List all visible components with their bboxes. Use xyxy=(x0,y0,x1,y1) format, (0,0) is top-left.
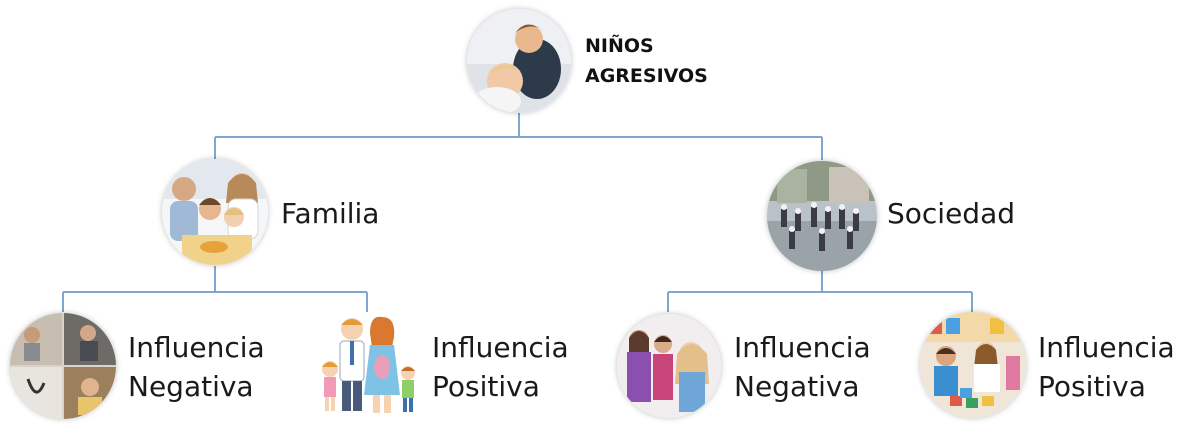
familia-negativa-label-line-1: Influencia xyxy=(128,331,265,364)
sociedad-positiva-label-line-1: Influencia xyxy=(1038,331,1175,364)
sociedad-negativa-label-line-1: Influencia xyxy=(734,331,871,364)
schoolyard-crowd-photo-icon xyxy=(767,161,877,271)
familia-negativa-photo xyxy=(10,313,116,419)
familia-positiva-label: Influencia Positiva xyxy=(432,328,569,406)
sociedad-negativa-label: Influencia Negativa xyxy=(734,328,871,406)
sociedad-positiva-label-line-2: Positiva xyxy=(1038,370,1146,403)
girls-bullying-photo-icon xyxy=(617,314,721,418)
familia-negativa-label: Influencia Negativa xyxy=(128,328,265,406)
familia-positiva-illustration xyxy=(318,311,418,419)
root-photo xyxy=(467,9,571,113)
sociedad-positiva-label: Influencia Positiva xyxy=(1038,328,1175,406)
cartoon-family-illustration-icon xyxy=(322,316,415,413)
sociedad-negativa-photo xyxy=(617,314,721,418)
sociedad-photo xyxy=(767,161,877,271)
family-conflict-collage-photo-icon xyxy=(10,313,116,419)
familia-positiva-label-line-1: Influencia xyxy=(432,331,569,364)
root-title-line-2: AGRESIVOS xyxy=(585,65,708,87)
sociedad-positiva-photo xyxy=(920,312,1026,418)
familia-photo xyxy=(162,159,268,265)
sociedad-label: Sociedad xyxy=(887,197,1016,230)
familia-label: Familia xyxy=(281,197,380,230)
family-photo-icon xyxy=(162,159,268,265)
familia-negativa-label-line-2: Negativa xyxy=(128,370,254,403)
kids-playing-blocks-photo-icon xyxy=(920,312,1026,418)
sociedad-negativa-label-line-2: Negativa xyxy=(734,370,860,403)
children-playing-photo-icon xyxy=(467,9,571,113)
familia-positiva-label-line-2: Positiva xyxy=(432,370,540,403)
root-title-line-1: NIÑOS xyxy=(585,35,654,57)
root-title: NIÑOS AGRESIVOS xyxy=(585,31,708,91)
